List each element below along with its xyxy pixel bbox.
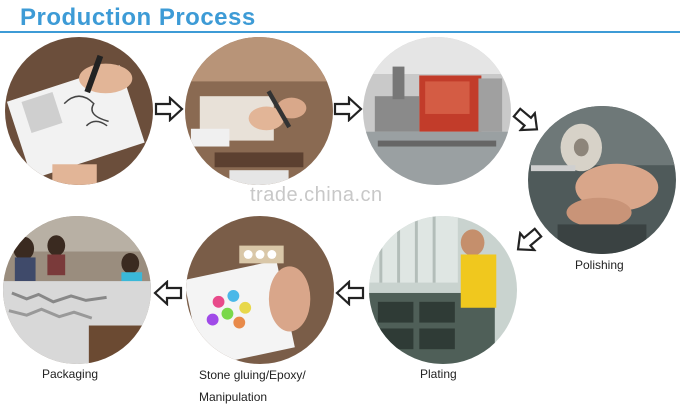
arrow-right-1: [154, 96, 184, 122]
step-label-plating: Plating: [420, 367, 457, 381]
watermark-text: trade.china.cn: [250, 184, 383, 206]
photo-packaging: [3, 216, 151, 364]
arrow-down-right: [507, 101, 547, 140]
step-label-stone-gluing-line1: Stone gluing/Epoxy/: [199, 368, 306, 382]
photo-stone-gluing: [186, 216, 334, 364]
arrow-left-1: [335, 280, 365, 306]
page-title: Production Process: [20, 4, 256, 31]
photo-injection-machine: [363, 37, 511, 185]
title-underline: [0, 31, 680, 33]
step-label-packaging: Packaging: [42, 367, 99, 381]
photo-plating: [369, 216, 517, 364]
photo-wax-modeling: [185, 37, 333, 185]
arrow-right-2: [333, 96, 363, 122]
photo-polishing: [528, 106, 676, 254]
step-label-polishing: Polishing: [575, 258, 624, 272]
arrow-left-2: [153, 280, 183, 306]
photo-design-sketching: [5, 37, 153, 185]
step-label-stone-gluing-line2: Manipulation: [199, 390, 268, 404]
arrow-down-left: [508, 221, 548, 260]
